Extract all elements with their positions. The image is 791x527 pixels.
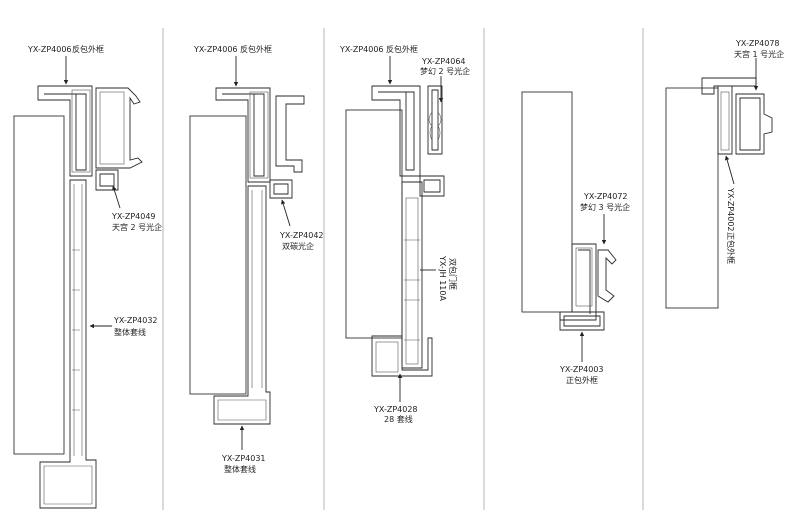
label-code: YX-ZP4002	[726, 187, 735, 232]
brick-wall	[345, 109, 403, 339]
label-code: YX-ZP4006	[339, 45, 384, 54]
label-code: YX-ZP4049	[111, 212, 156, 221]
profile-casing	[39, 179, 97, 509]
label-desc: 天宫 1 号光企	[734, 49, 784, 59]
label-desc: 双包门框	[448, 258, 458, 290]
label-desc: 正包外框	[726, 232, 736, 264]
profile-glazing-bead	[427, 85, 443, 155]
label-code: YX-ZP4032	[113, 316, 158, 325]
profile-glazing-bead	[275, 95, 305, 173]
label-code: YX-ZP4003	[559, 365, 604, 374]
panel-2: YX-ZP4006 反包外框 YX-ZP4042 双碳光企 YX-ZP4031 …	[189, 44, 324, 474]
label-desc: 28 套线	[384, 414, 413, 424]
label-desc: 梦幻 2 号光企	[420, 66, 470, 76]
profile-glazing-bead	[735, 93, 773, 155]
panel-5: YX-ZP4078 天宫 1 号光企 YX-ZP4002 正包外框	[665, 39, 784, 309]
label-code: YX-JH 110A	[438, 255, 447, 301]
label-code: YX-ZP4006	[193, 45, 238, 54]
label-desc: 天宫 2 号光企	[112, 222, 162, 232]
profile-door-frame	[401, 181, 423, 369]
brick-wall	[665, 87, 719, 309]
label-desc: 双碳光企	[282, 241, 314, 251]
label-desc: 梦幻 3 号光企	[580, 202, 630, 212]
label-desc: 反包外框	[72, 44, 104, 54]
panel-4: YX-ZP4072 梦幻 3 号光企 YX-ZP4003 正包外框	[521, 91, 630, 385]
label-code: YX-ZP4042	[279, 231, 324, 240]
label-desc: 反包外框	[240, 44, 272, 54]
label-desc: 整体套线	[224, 464, 256, 474]
label-code: YX-ZP4031	[221, 454, 266, 463]
profile-glazing-bead	[597, 249, 617, 303]
brick-wall	[521, 91, 573, 313]
label-desc: 正包外框	[566, 375, 598, 385]
profile-glazing-bead	[95, 87, 143, 169]
profile-casing	[371, 335, 433, 377]
label-code: YX-ZP4078	[735, 39, 780, 48]
label-desc: 整体套线	[114, 327, 146, 337]
label-code: YX-ZP4064	[421, 57, 466, 66]
panel-1: YX-ZP4006 反包外框 YX-ZP4049 天宫 2 号光企 YX-ZP4…	[13, 44, 162, 509]
label-desc: 反包外框	[386, 44, 418, 54]
label-code: YX-ZP4028	[373, 405, 418, 414]
profile-outer-frame	[701, 77, 757, 155]
label-code: YX-ZP4006	[27, 45, 72, 54]
label-code: YX-ZP4072	[583, 192, 628, 201]
brick-wall	[189, 115, 247, 395]
panel-3: YX-ZP4006 反包外框 YX-ZP4064 梦幻 2 号光企 YX-JH …	[339, 44, 470, 424]
profile-casing	[213, 185, 271, 425]
brick-wall	[13, 115, 65, 455]
